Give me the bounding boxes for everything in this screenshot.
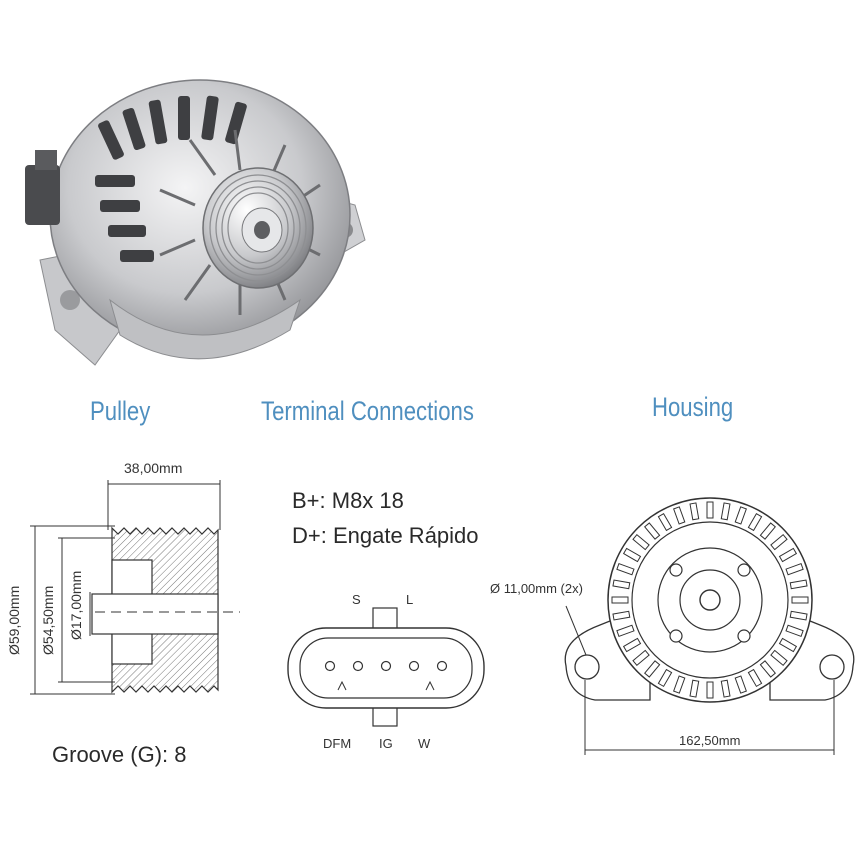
housing-vent-slot	[632, 649, 650, 666]
terminal-b-plus-spec: B+: M8x 18	[292, 488, 404, 513]
housing-mount-width-dimension: 162,50mm	[676, 733, 744, 748]
housing-vent-slot	[791, 596, 809, 604]
housing-vent-slot	[770, 649, 788, 666]
housing-vent-slot	[622, 547, 642, 563]
housing-vent-slot	[706, 501, 714, 519]
housing-vent-slot	[673, 675, 686, 694]
housing-vent-slot	[734, 675, 747, 694]
pulley-groove-count: Groove (G): 8	[52, 742, 187, 767]
housing-vent-slot	[657, 668, 673, 688]
housing-vent-slot	[789, 579, 808, 590]
housing-vent-slot	[644, 660, 661, 678]
terminal-d-plus-spec: D+: Engate Rápido	[292, 523, 479, 548]
pin-label-s: S	[352, 592, 361, 607]
pin-label-l: L	[406, 592, 414, 607]
housing-vent-slot	[785, 563, 804, 576]
pin-label-ig: IG	[379, 736, 393, 751]
housing-section-title: Housing	[652, 392, 734, 422]
housing-vent-slot	[616, 563, 635, 576]
housing-vent-slot	[622, 637, 642, 653]
housing-vent-slot	[611, 596, 629, 604]
housing-vent-slot	[770, 534, 788, 551]
housing-vent-slot	[689, 679, 700, 698]
housing-vent-slot	[734, 506, 747, 525]
housing-vent-slot	[616, 624, 635, 637]
pulley-section-title: Pulley	[90, 396, 151, 426]
housing-vent-slot	[706, 681, 714, 699]
housing-vent-slot	[612, 579, 631, 590]
housing-vent-slot	[673, 506, 686, 525]
housing-vent-slot	[778, 637, 798, 653]
housing-vent-slot	[789, 610, 808, 621]
terminal-section-title: Terminal Connections	[261, 396, 474, 426]
housing-vent-slot	[689, 502, 700, 521]
pin-label-w: W	[418, 736, 431, 751]
housing-vent-slot	[632, 534, 650, 551]
pulley-width-dimension: 38,00mm	[124, 460, 183, 476]
housing-vent-slot	[644, 522, 661, 540]
housing-vent-slot	[720, 679, 731, 698]
housing-vent-slot	[657, 512, 673, 532]
pin-label-dfm: DFM	[323, 736, 352, 751]
housing-vent-slot	[759, 522, 776, 540]
housing-vent-slot	[747, 512, 763, 532]
housing-vent-slot	[778, 547, 798, 563]
housing-vent-slot	[747, 668, 763, 688]
housing-vent-slot	[759, 660, 776, 678]
housing-vent-slot	[720, 502, 731, 521]
housing-hole-dimension: Ø 11,00mm (2x)	[490, 581, 583, 596]
housing-vent-slot	[612, 610, 631, 621]
housing-vent-slot	[785, 624, 804, 637]
